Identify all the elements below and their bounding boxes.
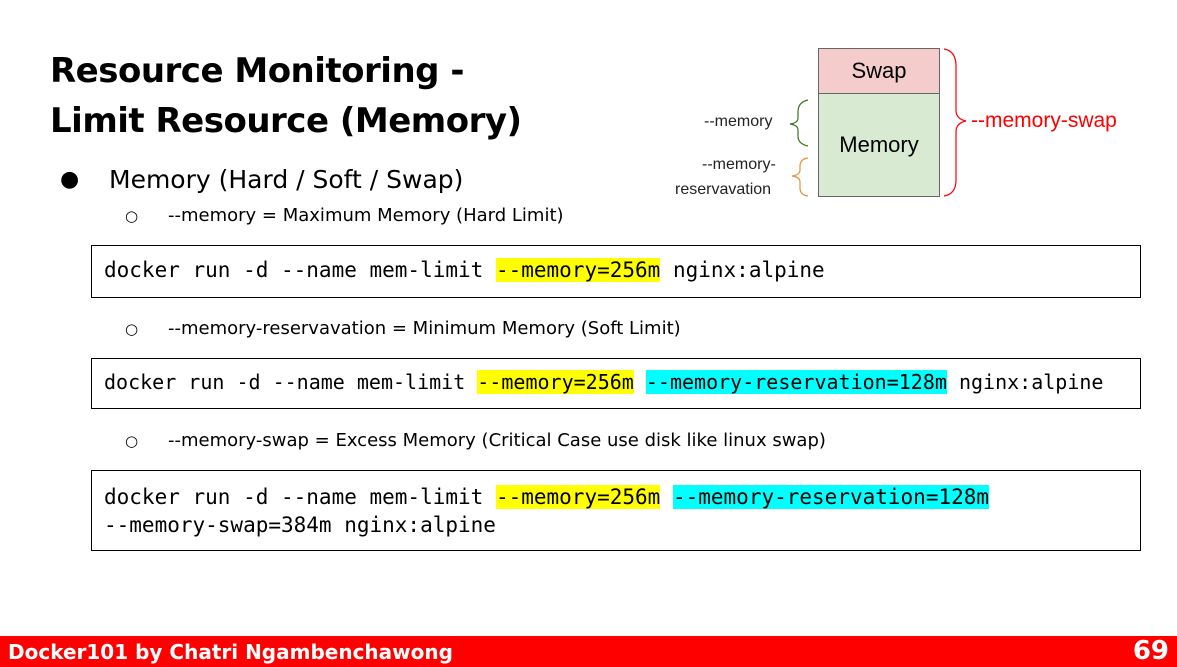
code-prefix: docker run -d --name mem-limit: [104, 485, 496, 509]
swap-brace: [943, 48, 967, 197]
code-block-swap: docker run -d --name mem-limit --memory=…: [91, 470, 1141, 551]
code-block-reservation: docker run -d --name mem-limit --memory=…: [91, 358, 1141, 409]
brace-lines: [789, 48, 967, 197]
slide-title: Resource Monitoring - Limit Resource (Me…: [50, 46, 522, 146]
main-bullet-text: Memory (Hard / Soft / Swap): [109, 165, 464, 194]
code-suffix: nginx:alpine: [660, 258, 825, 282]
sub-bullet-text: --memory = Maximum Memory (Hard Limit): [168, 205, 564, 226]
footer-credit: Docker101 by Chatri Ngambenchawong: [8, 640, 453, 664]
code-line-1: docker run -d --name mem-limit --memory=…: [104, 483, 1140, 511]
memory-diagram: Swap Memory --memory --memory- reservava…: [670, 40, 1170, 210]
memory-box-label: Memory: [839, 132, 919, 157]
bullet-dot-icon: ●: [60, 167, 80, 192]
page-number: 69: [1132, 636, 1169, 666]
code-suffix: nginx:alpine: [946, 370, 1104, 394]
footer-bar: Docker101 by Chatri Ngambenchawong 69: [0, 636, 1177, 667]
sub-bullet-circle-icon: ○: [125, 432, 139, 450]
memory-box: Memory: [818, 94, 940, 197]
code-prefix: docker run -d --name mem-limit: [104, 258, 496, 282]
code-highlight-reservation: --memory-reservation=128m: [645, 370, 947, 394]
sub-bullet-circle-icon: ○: [125, 207, 139, 225]
swap-box-label: Swap: [851, 58, 907, 83]
memory-flag-label: --memory: [704, 113, 773, 130]
title-line-2: Limit Resource (Memory): [50, 101, 522, 141]
code-highlight-memory: --memory=256m: [495, 485, 661, 509]
sub-bullet-text: --memory-reservavation = Minimum Memory …: [168, 318, 681, 339]
code-highlight-memory: --memory=256m: [495, 258, 661, 282]
memory-brace: [789, 99, 809, 147]
swap-box: Swap: [818, 48, 940, 94]
sub-bullet-text: --memory-swap = Excess Memory (Critical …: [168, 430, 826, 451]
sub-bullet-circle-icon: ○: [125, 320, 139, 338]
reservation-flag-label-line1: --memory-: [702, 156, 776, 173]
code-line-2: --memory-swap=384m nginx:alpine: [104, 513, 496, 537]
reservation-brace: [791, 157, 809, 197]
swap-flag-label: --memory-swap: [971, 109, 1117, 132]
title-line-1: Resource Monitoring -: [50, 51, 464, 91]
reservation-flag-label-line2: reservavation: [675, 181, 772, 198]
code-highlight-reservation: --memory-reservation=128m: [672, 485, 990, 509]
code-block-memory: docker run -d --name mem-limit --memory=…: [91, 245, 1141, 298]
code-highlight-memory: --memory=256m: [477, 370, 634, 394]
code-prefix: docker run -d --name mem-limit: [104, 370, 478, 394]
